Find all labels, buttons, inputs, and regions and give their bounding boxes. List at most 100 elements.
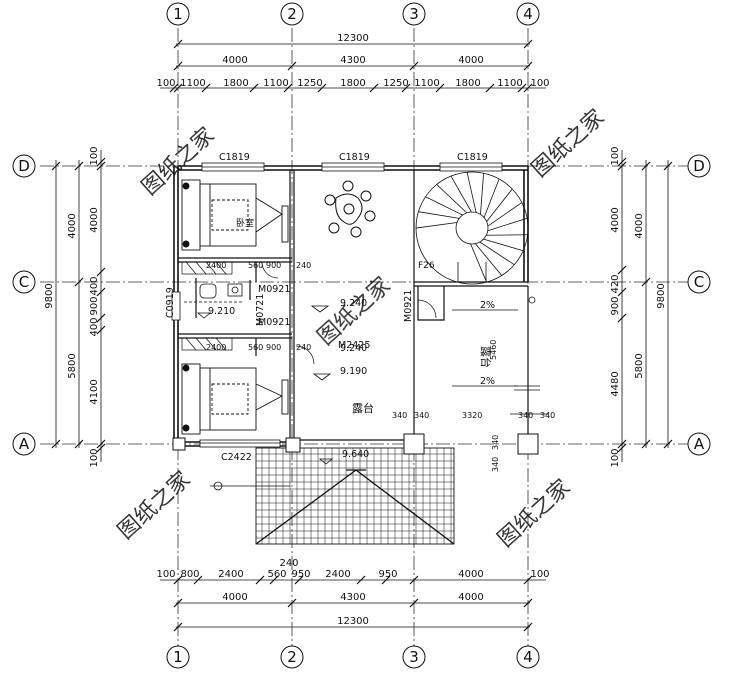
dimension-lines-right — [617, 150, 673, 462]
dim-detail-bottom: 800 — [180, 569, 199, 580]
partition-dim: 240 — [296, 343, 311, 352]
window-marks — [171, 162, 503, 448]
dim-bay-2-bottom: 4300 — [340, 592, 365, 603]
partition-dim: 900 — [266, 261, 281, 270]
partition-dim: 560 — [248, 343, 263, 352]
axis-label-2-bottom: 2 — [287, 648, 297, 666]
dining-table — [324, 180, 376, 238]
partition-dim: 560 — [248, 261, 263, 270]
slope-label: 2% — [480, 300, 495, 311]
axis-label-A-left: A — [19, 435, 30, 453]
dim-detail-top: 1100 — [414, 78, 439, 89]
stair-tread — [425, 196, 463, 216]
watermark: 图纸之家 — [113, 467, 195, 544]
dim-bay-3-top: 4000 — [458, 55, 483, 66]
stair-tread — [466, 172, 477, 213]
stair-tread — [475, 243, 503, 276]
axis-bubbles-top — [166, 2, 540, 26]
dim-right-detail: 900 — [610, 296, 621, 315]
stair-tread — [436, 184, 468, 214]
dim-right-total: 9800 — [656, 283, 667, 308]
stair-tread — [418, 211, 460, 219]
elevation-label: 9.240 — [340, 298, 367, 309]
room-label-terrace-right: 露台 — [479, 346, 493, 368]
watermark: 图纸之家 — [313, 273, 395, 350]
window-label-bottom: C2422 — [221, 452, 252, 463]
dim-total-bottom: 12300 — [337, 616, 369, 627]
door-label: M0921 — [258, 317, 290, 328]
section-symbol — [210, 481, 290, 491]
bathroom-fixtures — [184, 283, 244, 303]
dim-detail-bottom: 100 — [156, 569, 175, 580]
dim-detail-bottom: 4000 — [458, 569, 483, 580]
stair-tread — [483, 238, 524, 252]
window-left — [171, 291, 181, 321]
dim-bay-1-top: 4000 — [222, 55, 247, 66]
dim-bay-2-top: 4300 — [340, 55, 365, 66]
dim-left-detail: 100 — [89, 448, 100, 467]
dim-right-seg: 5800 — [634, 353, 645, 378]
dim-total-top: 12300 — [337, 33, 369, 44]
axis-label-3-bottom: 3 — [409, 648, 419, 666]
partition-dim: 2400 — [206, 343, 226, 352]
dim-right-detail: 4480 — [610, 371, 621, 396]
dim-left-detail: 400 — [89, 317, 100, 336]
dim-bay-1-bottom: 4000 — [222, 592, 247, 603]
dim-right-detail: 4000 — [610, 207, 621, 232]
dim-extra-bottom: 240 — [279, 558, 298, 569]
dim-detail-top: 100 — [156, 78, 175, 89]
dim-left-detail: 100 — [89, 146, 100, 165]
partition-dim: 340 — [518, 411, 533, 420]
terrace-columns — [172, 433, 539, 455]
axis-label-4-top: 4 — [523, 5, 533, 23]
dim-left-detail: 4000 — [89, 207, 100, 232]
dim-left-seg: 5800 — [67, 353, 78, 378]
elevation-label: 9.210 — [208, 306, 235, 317]
dim-detail-bottom: 2400 — [218, 569, 243, 580]
window-label-top-1: C1819 — [219, 152, 250, 163]
stair-tread — [480, 173, 484, 215]
dimension-lines-top — [160, 39, 546, 93]
stair-tread — [486, 188, 513, 222]
dim-right-seg: 4000 — [634, 213, 645, 238]
partition-dim: 340 — [540, 411, 555, 420]
axis-label-D-left: D — [18, 157, 30, 175]
axis-bubbles-right — [687, 154, 711, 456]
slope-arrows — [452, 309, 518, 387]
elevation-label: 9.640 — [342, 449, 369, 460]
dimension-lines-left — [51, 150, 106, 462]
slope-label: 2% — [480, 376, 495, 387]
stair-tread — [487, 202, 523, 227]
window-label-top-3: C1819 — [457, 152, 488, 163]
partition-dim: 3320 — [462, 411, 482, 420]
axis-label-A-right: A — [694, 435, 705, 453]
stair-tread — [415, 222, 458, 229]
dim-detail-top: 1100 — [180, 78, 205, 89]
partition-dim: 900 — [266, 343, 281, 352]
stair-tread — [479, 241, 515, 266]
stair-label: F26 — [418, 261, 435, 271]
axis-bubbles-bottom — [166, 645, 540, 669]
dim-right-detail: 100 — [610, 146, 621, 165]
partition-dim: 2400 — [206, 261, 226, 270]
door-label: M0921 — [258, 284, 290, 295]
stair-tread — [483, 178, 500, 218]
door-label: M0721 — [255, 294, 266, 326]
dim-left-total: 9800 — [44, 283, 55, 308]
window-bottom — [199, 439, 281, 448]
dim-detail-top: 1800 — [455, 78, 480, 89]
dim-detail-top: 1250 — [383, 78, 408, 89]
partition-dim: 340 — [491, 457, 500, 472]
dim-detail-bottom: 100 — [530, 569, 549, 580]
axis-label-2-top: 2 — [287, 5, 297, 23]
axis-label-1-top: 1 — [173, 5, 183, 23]
dim-right-detail: 420 — [610, 274, 621, 293]
axis-label-C-right: C — [694, 273, 704, 291]
axis-label-4-bottom: 4 — [523, 648, 533, 666]
bed-upper — [181, 179, 289, 251]
axis-label-1-bottom: 1 — [173, 648, 183, 666]
dim-detail-bottom: 560 — [267, 569, 286, 580]
dim-left-seg: 4000 — [67, 213, 78, 238]
watermark: 图纸之家 — [493, 475, 575, 552]
